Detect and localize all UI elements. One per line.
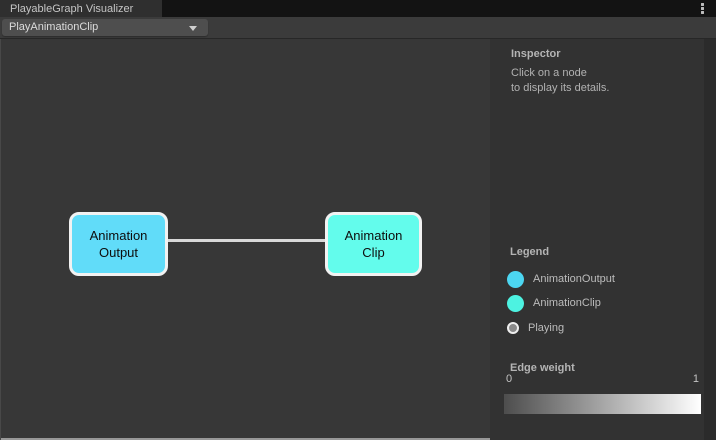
tab-title: PlayableGraph Visualizer <box>10 2 134 15</box>
graph-edge <box>166 239 326 242</box>
node-animation-clip[interactable]: Animation Clip <box>325 212 422 276</box>
legend-item-animation-clip: AnimationClip <box>507 294 601 312</box>
edge-weight-max-label: 1 <box>692 373 699 385</box>
legend-title: Legend <box>510 246 550 258</box>
legend-dot-animation-output <box>507 270 524 288</box>
edge-weight-scale: 0 1 <box>506 373 699 385</box>
scrollbar-gutter[interactable] <box>704 39 716 440</box>
edge-weight-min-label: 0 <box>506 373 513 385</box>
inspector-hint-line2: to display its details. <box>511 82 610 94</box>
kebab-menu-icon[interactable] <box>701 3 704 14</box>
legend-dot-animation-clip <box>507 294 524 312</box>
legend-item-playing: Playing <box>507 319 564 337</box>
graph-canvas[interactable]: Animation Output Animation Clip <box>0 39 490 440</box>
legend-dot-playing <box>507 322 519 334</box>
legend-item-animation-output: AnimationOutput <box>507 270 615 288</box>
inspector-title: Inspector <box>511 48 561 60</box>
node-label-line1: Animation <box>89 228 148 243</box>
inspector-hint: Click on a node to display its details. <box>511 66 609 96</box>
inspector-panel: Inspector Click on a node to display its… <box>490 39 716 440</box>
toolbar: PlayAnimationClip <box>0 17 716 39</box>
legend-label: AnimationOutput <box>533 273 615 285</box>
graph-selector-value: PlayAnimationClip <box>9 21 99 33</box>
graph-selector-dropdown[interactable]: PlayAnimationClip <box>2 19 208 36</box>
edge-weight-gradient <box>504 394 701 414</box>
edge-weight-title: Edge weight <box>510 362 575 374</box>
legend-label: AnimationClip <box>533 297 601 309</box>
inspector-hint-line1: Click on a node <box>511 67 587 79</box>
node-label-line1: Animation <box>344 228 403 243</box>
node-label-line2: Clip <box>362 245 385 260</box>
legend-label: Playing <box>528 322 565 334</box>
tab-bar: PlayableGraph Visualizer <box>0 0 716 17</box>
node-animation-output[interactable]: Animation Output <box>69 212 168 276</box>
chevron-down-icon <box>189 26 197 31</box>
tab-playablegraph-visualizer[interactable]: PlayableGraph Visualizer <box>0 0 162 17</box>
graph-bottom-edge-line <box>1 438 490 440</box>
node-label-line2: Output <box>98 245 139 260</box>
